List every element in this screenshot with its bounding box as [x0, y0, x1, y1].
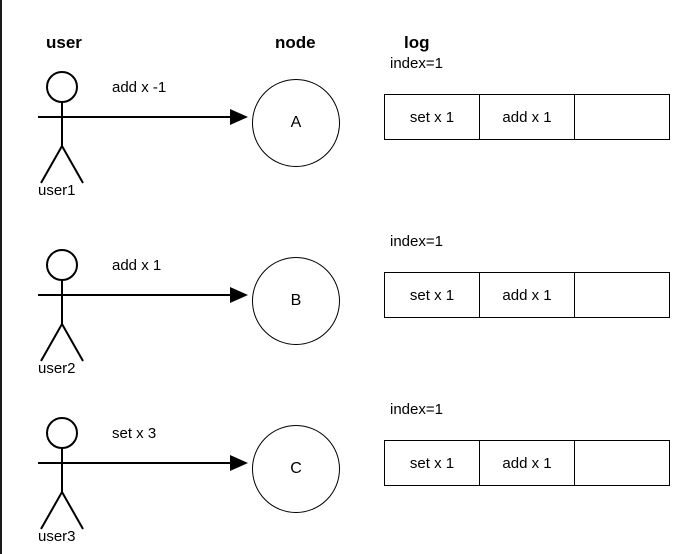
actor-label: user1 [38, 182, 76, 199]
diagram-row: user1 add x -1 A index=1 set x 1 add x 1 [2, 56, 691, 235]
log-index-label: index=1 [390, 55, 443, 72]
column-header-node: node [275, 33, 316, 52]
node-circle: C [252, 425, 340, 513]
column-header-user: user [46, 33, 82, 52]
log-cell: add x 1 [480, 441, 575, 485]
node-label: B [290, 292, 302, 309]
log-table: set x 1 add x 1 [384, 440, 670, 486]
node-circle: A [252, 79, 340, 167]
actor-stick-figure [35, 246, 127, 364]
log-cell: add x 1 [480, 95, 575, 139]
message-label: set x 3 [112, 425, 157, 442]
log-cell: set x 1 [385, 273, 480, 317]
message-arrow-icon [84, 280, 249, 310]
diagram-row: user3 set x 3 C index=1 set x 1 add x 1 [2, 402, 691, 554]
actor-label: user3 [38, 528, 76, 545]
message-label: add x -1 [112, 79, 167, 96]
actor-stick-figure [35, 414, 127, 532]
node-label: C [290, 460, 302, 477]
column-header-log: log [404, 33, 430, 52]
log-cell [575, 273, 669, 317]
log-table: set x 1 add x 1 [384, 94, 670, 140]
diagram-row: user2 add x 1 B index=1 set x 1 add x 1 [2, 234, 691, 413]
message-arrow-icon [84, 102, 249, 132]
actor-label: user2 [38, 360, 76, 377]
log-cell: set x 1 [385, 441, 480, 485]
node-label: A [290, 114, 302, 131]
log-index-label: index=1 [390, 401, 443, 418]
log-cell [575, 441, 669, 485]
message-arrow-icon [84, 448, 249, 478]
log-index-label: index=1 [390, 233, 443, 250]
log-cell: set x 1 [385, 95, 480, 139]
log-table: set x 1 add x 1 [384, 272, 670, 318]
log-cell [575, 95, 669, 139]
message-label: add x 1 [112, 257, 162, 274]
node-circle: B [252, 257, 340, 345]
actor-stick-figure [35, 68, 127, 186]
log-cell: add x 1 [480, 273, 575, 317]
